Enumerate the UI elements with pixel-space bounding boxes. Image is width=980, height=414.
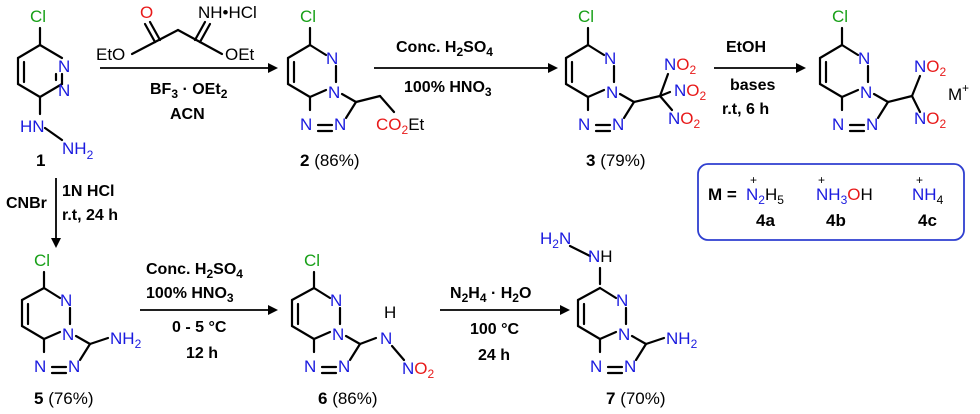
c6-n2: N xyxy=(332,325,344,344)
compound-6-structure: Cl N N N N H N NO2 6 (86%) xyxy=(290,251,435,408)
c3-label: 3 (79%) xyxy=(586,151,646,170)
c7-h2n: H2N xyxy=(540,229,571,251)
c4-no2-a: NO2 xyxy=(914,57,947,79)
c3-n3: N xyxy=(578,115,590,134)
c2-n2: N xyxy=(328,83,340,102)
c2-n1: N xyxy=(326,49,338,68)
c7-n1: N xyxy=(616,291,628,310)
c5-n4: N xyxy=(68,357,80,376)
c6-label: 6 (86%) xyxy=(318,389,378,408)
r6-temp: 100 °C xyxy=(470,321,520,338)
legend-m-eq: M = xyxy=(708,185,737,204)
r6-time: 24 h xyxy=(478,347,510,364)
c3-n1: N xyxy=(604,49,616,68)
c1-n1: N xyxy=(58,57,70,76)
r5-temp: 0 - 5 °C xyxy=(172,319,227,336)
r5-hno3: 100% HNO3 xyxy=(146,285,234,305)
reagent-1: O NH•HCl EtO OEt xyxy=(96,3,257,64)
r4-rt: r.t, 24 h xyxy=(62,207,118,224)
c2-co2et: CO2Et xyxy=(376,115,425,137)
r1-eto: EtO xyxy=(96,45,125,64)
c3-no2-b: NO2 xyxy=(674,81,707,103)
compound-5-structure: Cl N N N N NH2 5 (76%) xyxy=(20,251,142,408)
c4-n4: N xyxy=(866,115,878,134)
legend-4a: 4a xyxy=(756,211,775,230)
r1-acn: ACN xyxy=(170,106,205,123)
r5-h2so4: Conc. H2SO4 xyxy=(146,261,243,281)
c5-nh2: NH2 xyxy=(110,329,142,351)
legend-a-plus: + xyxy=(750,173,757,187)
c7-n4: N xyxy=(624,357,636,376)
c6-n4: N xyxy=(338,357,350,376)
c2-n4: N xyxy=(334,115,346,134)
c3-no2-a: NO2 xyxy=(664,55,697,77)
legend-4b: 4b xyxy=(826,211,846,230)
c3-n4: N xyxy=(612,115,624,134)
legend-b-formula: NH3OH xyxy=(816,185,873,207)
r6-hydrazine: N2H4 · H2O xyxy=(450,285,531,305)
compound-2-structure: Cl N N N N CO2Et 2 (86%) xyxy=(286,7,425,170)
c5-n1: N xyxy=(60,291,72,310)
legend-c-plus: + xyxy=(916,173,923,187)
r3-rt: r.t, 6 h xyxy=(722,101,769,118)
c6-cl: Cl xyxy=(304,251,320,270)
c4-plus-sign: + xyxy=(962,81,969,95)
r1-nh-hcl: NH•HCl xyxy=(198,3,257,22)
c4-n1: N xyxy=(858,49,870,68)
cation-legend: M = + N2H5 + NH3OH + NH4 4a 4b 4c xyxy=(697,163,965,241)
c6-n3: N xyxy=(304,357,316,376)
legend-a-formula: N2H5 xyxy=(746,185,784,207)
c4-cl: Cl xyxy=(832,7,848,26)
r4-cnbr: CNBr xyxy=(6,195,47,212)
legend-b-plus: + xyxy=(818,173,825,187)
c5-cl: Cl xyxy=(34,251,50,270)
c1-cl: Cl xyxy=(30,7,46,26)
r1-o1: O xyxy=(140,3,153,22)
c1-n2: N xyxy=(58,81,70,100)
c5-label: 5 (76%) xyxy=(34,389,94,408)
c3-cl: Cl xyxy=(578,7,594,26)
c1-label: 1 xyxy=(36,151,45,170)
r2-h2so4: Conc. H2SO4 xyxy=(396,39,493,59)
c7-label: 7 (70%) xyxy=(606,389,666,408)
c7-nh2: NH2 xyxy=(666,329,698,351)
c6-h: H xyxy=(384,303,396,322)
r4-hcl: 1N HCl xyxy=(62,183,114,200)
c2-n3: N xyxy=(300,115,312,134)
c4-no2-b: NO2 xyxy=(914,109,947,131)
c7-n2: N xyxy=(618,325,630,344)
c4-n3: N xyxy=(832,115,844,134)
c1-hn: HN xyxy=(20,117,45,136)
r1-oet: OEt xyxy=(225,45,255,64)
compound-1-structure: Cl N N HN NH2 1 xyxy=(16,7,94,170)
c7-nh: NH xyxy=(588,247,613,266)
r5-time: 12 h xyxy=(186,345,218,362)
legend-c-formula: NH4 xyxy=(912,185,944,207)
c7-n3: N xyxy=(590,357,602,376)
c6-n1: N xyxy=(330,291,342,310)
legend-4c: 4c xyxy=(918,211,937,230)
c6-nh-n: N xyxy=(380,329,392,348)
c6-no2: NO2 xyxy=(402,359,435,381)
r2-hno3: 100% HNO3 xyxy=(404,79,492,99)
r3-etoh: EtOH xyxy=(726,39,766,56)
c5-n2: N xyxy=(62,325,74,344)
c4-n2: N xyxy=(860,83,872,102)
c1-nh2: NH2 xyxy=(62,139,94,162)
compound-4-structure: Cl N N N N NO2 NO2 M + xyxy=(818,7,969,134)
compound-7-structure: H2N NH N N N N NH2 7 (70%) xyxy=(540,229,698,408)
compound-3-structure: Cl N N N N NO2 NO2 NO2 3 (79%) xyxy=(564,7,707,170)
c2-label: 2 (86%) xyxy=(300,151,360,170)
r1-bf3: BF3 · OEt2 xyxy=(150,81,228,101)
c3-no2-c: NO2 xyxy=(668,109,701,131)
c2-cl: Cl xyxy=(300,7,316,26)
c3-n2: N xyxy=(606,83,618,102)
c4-m-plus: M xyxy=(948,85,962,104)
c5-n3: N xyxy=(34,357,46,376)
r3-bases: bases xyxy=(730,77,775,94)
